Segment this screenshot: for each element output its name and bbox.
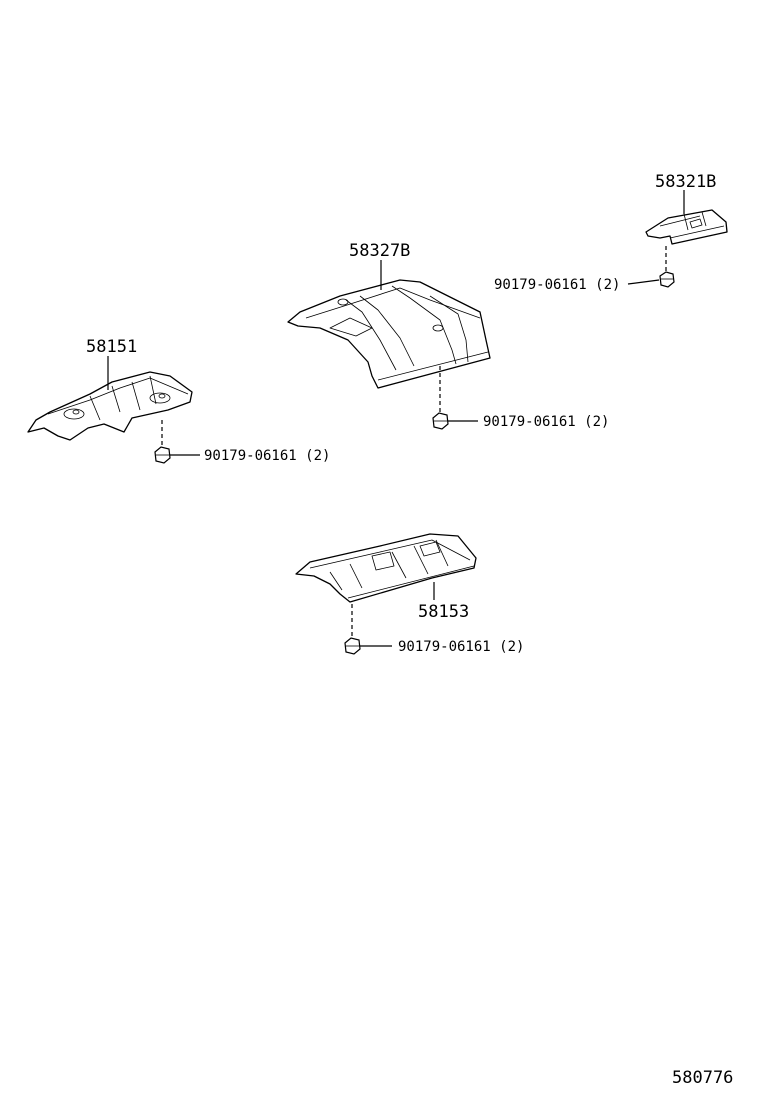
nut-icon <box>344 637 361 655</box>
leader-bolt-4 <box>627 279 660 285</box>
bolt-label-58327b: 90179-06161 (2) <box>483 414 609 430</box>
heat-shield-58151 <box>27 371 193 441</box>
nut-icon <box>154 446 171 464</box>
heat-shield-58153 <box>295 533 477 603</box>
nut-icon <box>432 412 449 430</box>
part-label-58153: 58153 <box>418 602 469 622</box>
nut-icon <box>659 271 675 288</box>
bolt-label-58153: 90179-06161 (2) <box>398 639 524 655</box>
bolt-label-58151: 90179-06161 (2) <box>204 448 330 464</box>
heat-shield-58327b <box>287 279 491 389</box>
part-label-58327b: 58327B <box>349 241 410 261</box>
part-label-58151: 58151 <box>86 337 137 357</box>
bolt-label-58321b: 90179-06161 (2) <box>494 277 620 293</box>
heat-shield-58321b <box>645 209 728 245</box>
diagram-id: 580776 <box>672 1068 733 1088</box>
part-label-58321b: 58321B <box>655 172 716 192</box>
